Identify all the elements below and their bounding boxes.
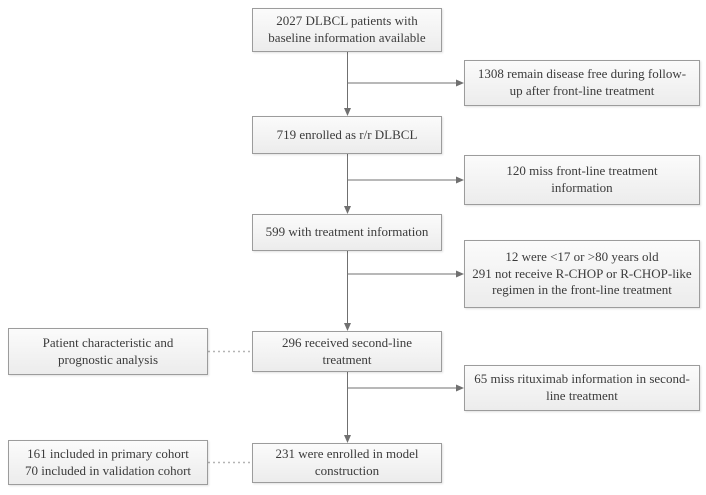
flow-box-cohorts: 161 included in primary cohort 70 includ… [8, 440, 208, 485]
flow-box-line: 291 not receive R-CHOP or R-CHOP-like [472, 265, 692, 281]
arrow-head-right-3 [456, 270, 464, 278]
flow-box-line: information [551, 180, 613, 195]
flow-box-296-second-line: 296 received second-line treatment [252, 331, 442, 372]
flow-box-719-rr-dlbcl: 719 enrolled as r/r DLBCL [252, 116, 442, 154]
arrow-head-down-1 [344, 108, 351, 116]
flow-box-line: 231 were enrolled in model [275, 446, 419, 462]
flow-box-line: 719 enrolled as r/r DLBCL [276, 126, 418, 142]
flow-box-line: 65 miss rituximab information in second- [474, 371, 690, 387]
flow-box-2027-patients: 2027 DLBCL patients with baseline inform… [252, 8, 442, 52]
flow-box-line: Patient characteristic and [42, 334, 174, 350]
flow-box-line: line treatment [546, 388, 618, 403]
flow-box-line: baseline information available [268, 30, 426, 45]
arrow-head-down-4 [344, 435, 351, 443]
flow-box-12-291-excluded: 12 were <17 or >80 years old 291 not rec… [464, 240, 700, 308]
flow-box-231-model-construction: 231 were enrolled in model construction [252, 443, 442, 483]
flow-box-line: 2027 DLBCL patients with [276, 13, 418, 29]
flow-box-599-treatment-info: 599 with treatment information [252, 214, 442, 251]
arrow-head-right-2 [456, 176, 464, 184]
flow-box-65-miss-rituximab: 65 miss rituximab information in second-… [464, 365, 700, 411]
flow-box-line: 599 with treatment information [265, 224, 429, 240]
flow-box-line: prognostic analysis [57, 351, 158, 367]
flow-box-line: 12 were <17 or >80 years old [505, 249, 659, 265]
arrow-head-down-3 [344, 323, 351, 331]
flow-box-1308-disease-free: 1308 remain disease free during follow- … [464, 60, 700, 106]
flow-box-line: up after front-line treatment [509, 83, 655, 98]
flow-box-line: 1308 remain disease free during follow- [477, 66, 687, 82]
arrow-head-right-1 [456, 79, 464, 87]
flow-box-line: 296 received second-line [282, 334, 412, 350]
flow-box-patient-characteristic: Patient characteristic and prognostic an… [8, 328, 208, 375]
flow-box-line: 70 included in validation cohort [24, 462, 192, 478]
flow-box-line: construction [314, 463, 380, 478]
flow-box-line: 161 included in primary cohort [27, 445, 189, 461]
arrow-head-right-4 [456, 384, 464, 392]
arrow-head-down-2 [344, 206, 351, 214]
flow-box-120-miss-frontline: 120 miss front-line treatment informatio… [464, 155, 700, 205]
flow-box-line: regimen in the front-line treatment [492, 282, 672, 298]
flow-box-line: 120 miss front-line treatment [506, 163, 658, 179]
flow-box-line: treatment [322, 351, 372, 367]
